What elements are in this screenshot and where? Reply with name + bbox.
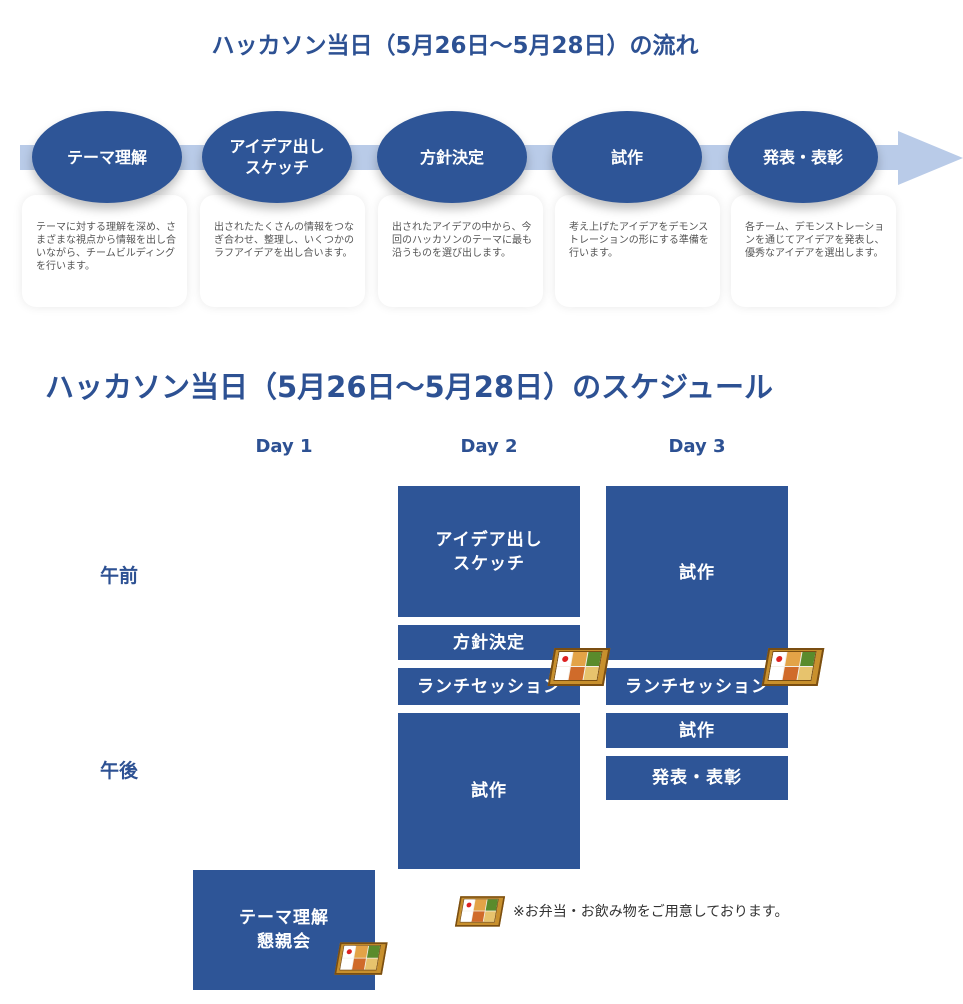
step-desc: 考え上げたアイデアをデモンストレーションの形にする準備を行います。	[555, 195, 720, 307]
morning-label: 午前	[100, 565, 139, 587]
day3-lunch-block: ランチセッション	[606, 668, 788, 705]
step-idea: アイデア出し スケッチ	[202, 111, 352, 203]
day-3-label: Day 3	[668, 436, 726, 457]
flow-arrow-head	[898, 131, 963, 185]
bento-icon	[334, 936, 388, 977]
day3-presentation-block: 発表・表彰	[606, 756, 788, 800]
step-theme: テーマ理解	[32, 111, 182, 203]
day-2-label: Day 2	[460, 436, 518, 457]
step-desc: 出されたたくさんの情報をつなぎ合わせ、整理し、いくつかのラフアイデアを出し合いま…	[200, 195, 365, 307]
day2-policy-block: 方針決定	[398, 625, 580, 660]
bento-note: ※お弁当・お飲み物をご用意しております。	[513, 904, 789, 920]
flow-title: ハッカソン当日（5月26日〜5月28日）の流れ	[211, 33, 699, 59]
step-prototype: 試作	[552, 111, 702, 203]
schedule-title: ハッカソン当日（5月26日〜5月28日）のスケジュール	[45, 370, 774, 404]
day-1-label: Day 1	[255, 436, 313, 457]
step-desc: テーマに対する理解を深め、さまざまな視点から情報を出し合いながら、チームビルディ…	[22, 195, 187, 307]
day2-idea-block: アイデア出し スケッチ	[398, 486, 580, 617]
day1-theme-block: テーマ理解 懇親会	[193, 870, 375, 990]
step-presentation: 発表・表彰	[728, 111, 878, 203]
bento-icon	[547, 640, 611, 688]
step-desc: 出されたアイデアの中から、今回のハッカソンのテーマに最も沿うものを選び出します。	[378, 195, 543, 307]
step-desc: 各チーム、デモンストレーションを通じてアイデアを発表し、優秀なアイデアを選出しま…	[731, 195, 896, 307]
day2-prototype-block: 試作	[398, 713, 580, 869]
day3-prototype-block: 試作	[606, 486, 788, 660]
day3-prototype2-block: 試作	[606, 713, 788, 748]
step-policy: 方針決定	[377, 111, 527, 203]
bento-icon	[761, 640, 825, 688]
afternoon-label: 午後	[100, 760, 139, 782]
bento-legend-icon	[454, 890, 506, 928]
